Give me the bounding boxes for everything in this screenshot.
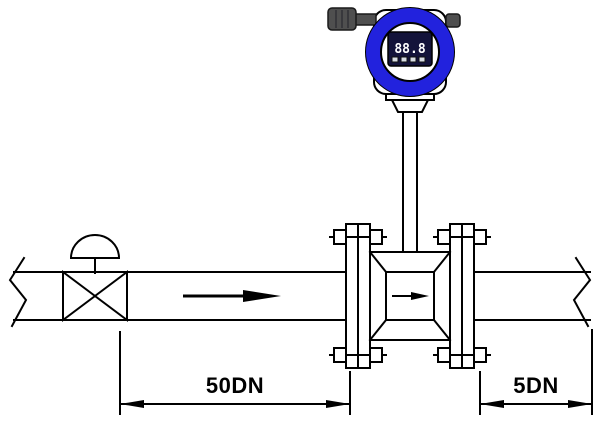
dimension-right: 5DN [479,329,593,415]
left-flange-outer-plate [345,223,359,369]
meter-flow-arrow-head-icon [411,292,429,300]
valve-body-left-triangle [62,270,97,322]
meter-bore-taper [368,318,388,342]
flange-bolt-nut [333,229,347,245]
flange-bolt-nut [473,347,487,363]
flow-arrow-head-icon [243,290,281,302]
left-flange-inner-plate [357,223,371,369]
lcd-button-icon [418,56,426,63]
flange-bolt-nut [473,229,487,245]
valve-body-right-triangle [93,270,128,322]
lcd-button-icon [400,56,408,63]
flange-bolt-nut [333,347,347,363]
meter-bore-taper [368,250,388,274]
lcd-reading: 88.8 [394,42,425,57]
valve [62,234,128,322]
flange-bolt-nut [369,229,383,245]
right-flange-inner-plate [449,223,463,369]
pipe-break-mark-right [572,256,592,328]
flange-bolt-nut [369,347,383,363]
valve-actuator-dome [69,234,121,259]
flow-direction-arrow [183,290,281,302]
flowmeter-assembly [329,223,491,369]
pipe [8,256,592,328]
cable-gland-connector [353,13,377,26]
flange-bolt-nut [437,229,451,245]
lcd-button-icon [391,56,399,63]
right-flange-outer-plate [461,223,475,369]
meter-bore-taper [432,318,452,342]
lcd-button-icon [409,56,417,63]
dimension-arrow-icon [326,400,350,408]
side-knob-icon [445,13,461,28]
flange-bolt-nut [437,347,451,363]
transmitter: 88.8 [327,7,461,253]
dimension-arrow-icon [120,400,144,408]
dimension-arrow-icon [480,400,504,408]
dimension-left: 50DN [119,331,351,415]
pipe-break-mark-left [8,256,28,328]
meter-bore-taper [432,250,452,274]
dimension-right-label: 5DN [513,373,559,398]
dimension-arrow-icon [568,400,592,408]
transmitter-neck [390,99,430,113]
dimension-left-label: 50DN [206,373,264,398]
transmitter-display-ring [366,8,454,96]
